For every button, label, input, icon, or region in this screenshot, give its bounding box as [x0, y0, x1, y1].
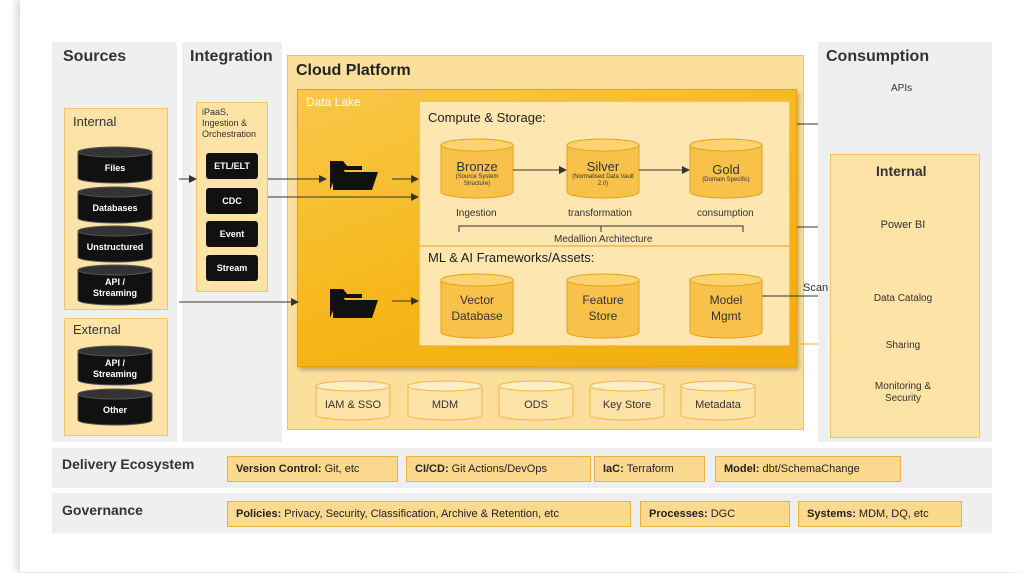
data-lake-label: Data Lake [306, 95, 361, 109]
gold-cylinder: Gold (Domain Specific) [690, 152, 762, 194]
mdm-cylinder: MDM [431, 399, 459, 411]
delivery-cicd-value: Git Actions/DevOps [451, 463, 547, 475]
scan-label: Scan [803, 282, 829, 294]
sharing-cylinder: Sharing [885, 339, 921, 351]
delivery-model-value: dbt/SchemaChange [762, 463, 860, 475]
ods-cylinder: ODS [524, 399, 548, 411]
delivery-cicd-key: CI/CD: [415, 463, 449, 475]
source-databases: Databases [92, 202, 138, 213]
governance-systems-value: MDM, DQ, etc [858, 508, 929, 520]
governance-policies-key: Policies: [236, 508, 282, 520]
silver-sublabel: (Normalised Data Vault 2.0) [572, 173, 634, 187]
apis-label: APIs [891, 83, 913, 94]
delivery-iac: IaC:Terraform [594, 456, 705, 482]
silver-label: Silver [586, 158, 620, 174]
source-files: Files [104, 162, 126, 173]
gold-sublabel: (Domain Specific) [702, 177, 750, 183]
governance-systems-key: Systems: [807, 508, 856, 520]
source-unstructured: Unstructured [86, 241, 144, 252]
sources-title: Sources [63, 48, 127, 65]
delivery-model: Model:dbt/SchemaChange [715, 456, 901, 482]
governance-processes-key: Processes: [649, 508, 708, 520]
model-mgmt-label: Model Mgmt [709, 293, 743, 323]
governance-policies: Policies:Privacy, Security, Classificati… [227, 501, 631, 527]
governance-processes: Processes:DGC [640, 501, 790, 527]
delivery-version-control: Version Control:Git, etc [227, 456, 398, 482]
consumption-title: Consumption [826, 48, 930, 65]
vector-database-cylinder: Vector Database [441, 288, 513, 328]
delivery-version-control-value: Git, etc [324, 463, 360, 475]
data-catalog-cylinder: Data Catalog [873, 292, 933, 304]
compute-storage-label: Compute & Storage: [428, 110, 546, 125]
model-mgmt-cylinder: Model Mgmt [690, 288, 762, 328]
source-other: Other [102, 404, 127, 415]
feature-store-cylinder: Feature Store [567, 288, 639, 328]
integration-ipaas-label: iPaaS, Ingestion & Orchestration [202, 107, 257, 139]
ml-ai-label: ML & AI Frameworks/Assets: [428, 250, 595, 265]
silver-cylinder: Silver (Normalised Data Vault 2.0) [567, 152, 639, 194]
stage-consumption: consumption [697, 208, 754, 219]
delivery-version-control-key: Version Control: [236, 463, 322, 475]
key-store-cylinder: Key Store [602, 399, 652, 411]
bronze-sublabel: (Source System Structure) [455, 173, 499, 187]
vector-database-label: Vector Database [451, 293, 503, 323]
integration-title: Integration [190, 48, 273, 65]
iam-sso-cylinder: IAM & SSO [324, 399, 382, 411]
sources-external-label: External [73, 322, 121, 337]
integration-etl-elt: ETL/ELT [206, 153, 258, 179]
governance-processes-value: DGC [710, 508, 736, 520]
cloud-platform-title: Cloud Platform [296, 62, 411, 79]
governance-title: Governance [62, 502, 143, 518]
delivery-model-key: Model: [724, 463, 760, 475]
consumption-internal-label: Internal [876, 163, 927, 179]
delivery-iac-key: IaC: [603, 463, 624, 475]
delivery-ecosystem-title: Delivery Ecosystem [62, 456, 195, 472]
stage-transformation: transformation [568, 208, 632, 219]
integration-stream: Stream [206, 255, 258, 281]
bronze-cylinder: Bronze (Source System Structure) [441, 152, 513, 194]
monitoring-security-cylinder: Monitoring & Security [874, 381, 932, 404]
delivery-cicd: CI/CD:Git Actions/DevOps [406, 456, 591, 482]
gold-label: Gold [712, 162, 740, 177]
metadata-cylinder: Metadata [695, 399, 741, 411]
power-bi-box: Power BI [880, 219, 926, 231]
source-api-streaming: API / Streaming [92, 277, 137, 298]
governance-policies-value: Privacy, Security, Classification, Archi… [284, 508, 559, 520]
integration-event: Event [206, 221, 258, 247]
sources-internal-label: Internal [73, 114, 117, 129]
bronze-label: Bronze [456, 158, 498, 174]
consumption-internal-box [830, 154, 980, 438]
stage-ingestion: Ingestion [456, 208, 497, 219]
source-external-api-streaming: API / Streaming [92, 358, 137, 379]
integration-cdc: CDC [206, 188, 258, 214]
governance-systems: Systems:MDM, DQ, etc [798, 501, 962, 527]
delivery-iac-value: Terraform [626, 463, 674, 475]
feature-store-label: Feature Store [582, 293, 624, 323]
medallion-architecture-label: Medallion Architecture [554, 234, 653, 245]
